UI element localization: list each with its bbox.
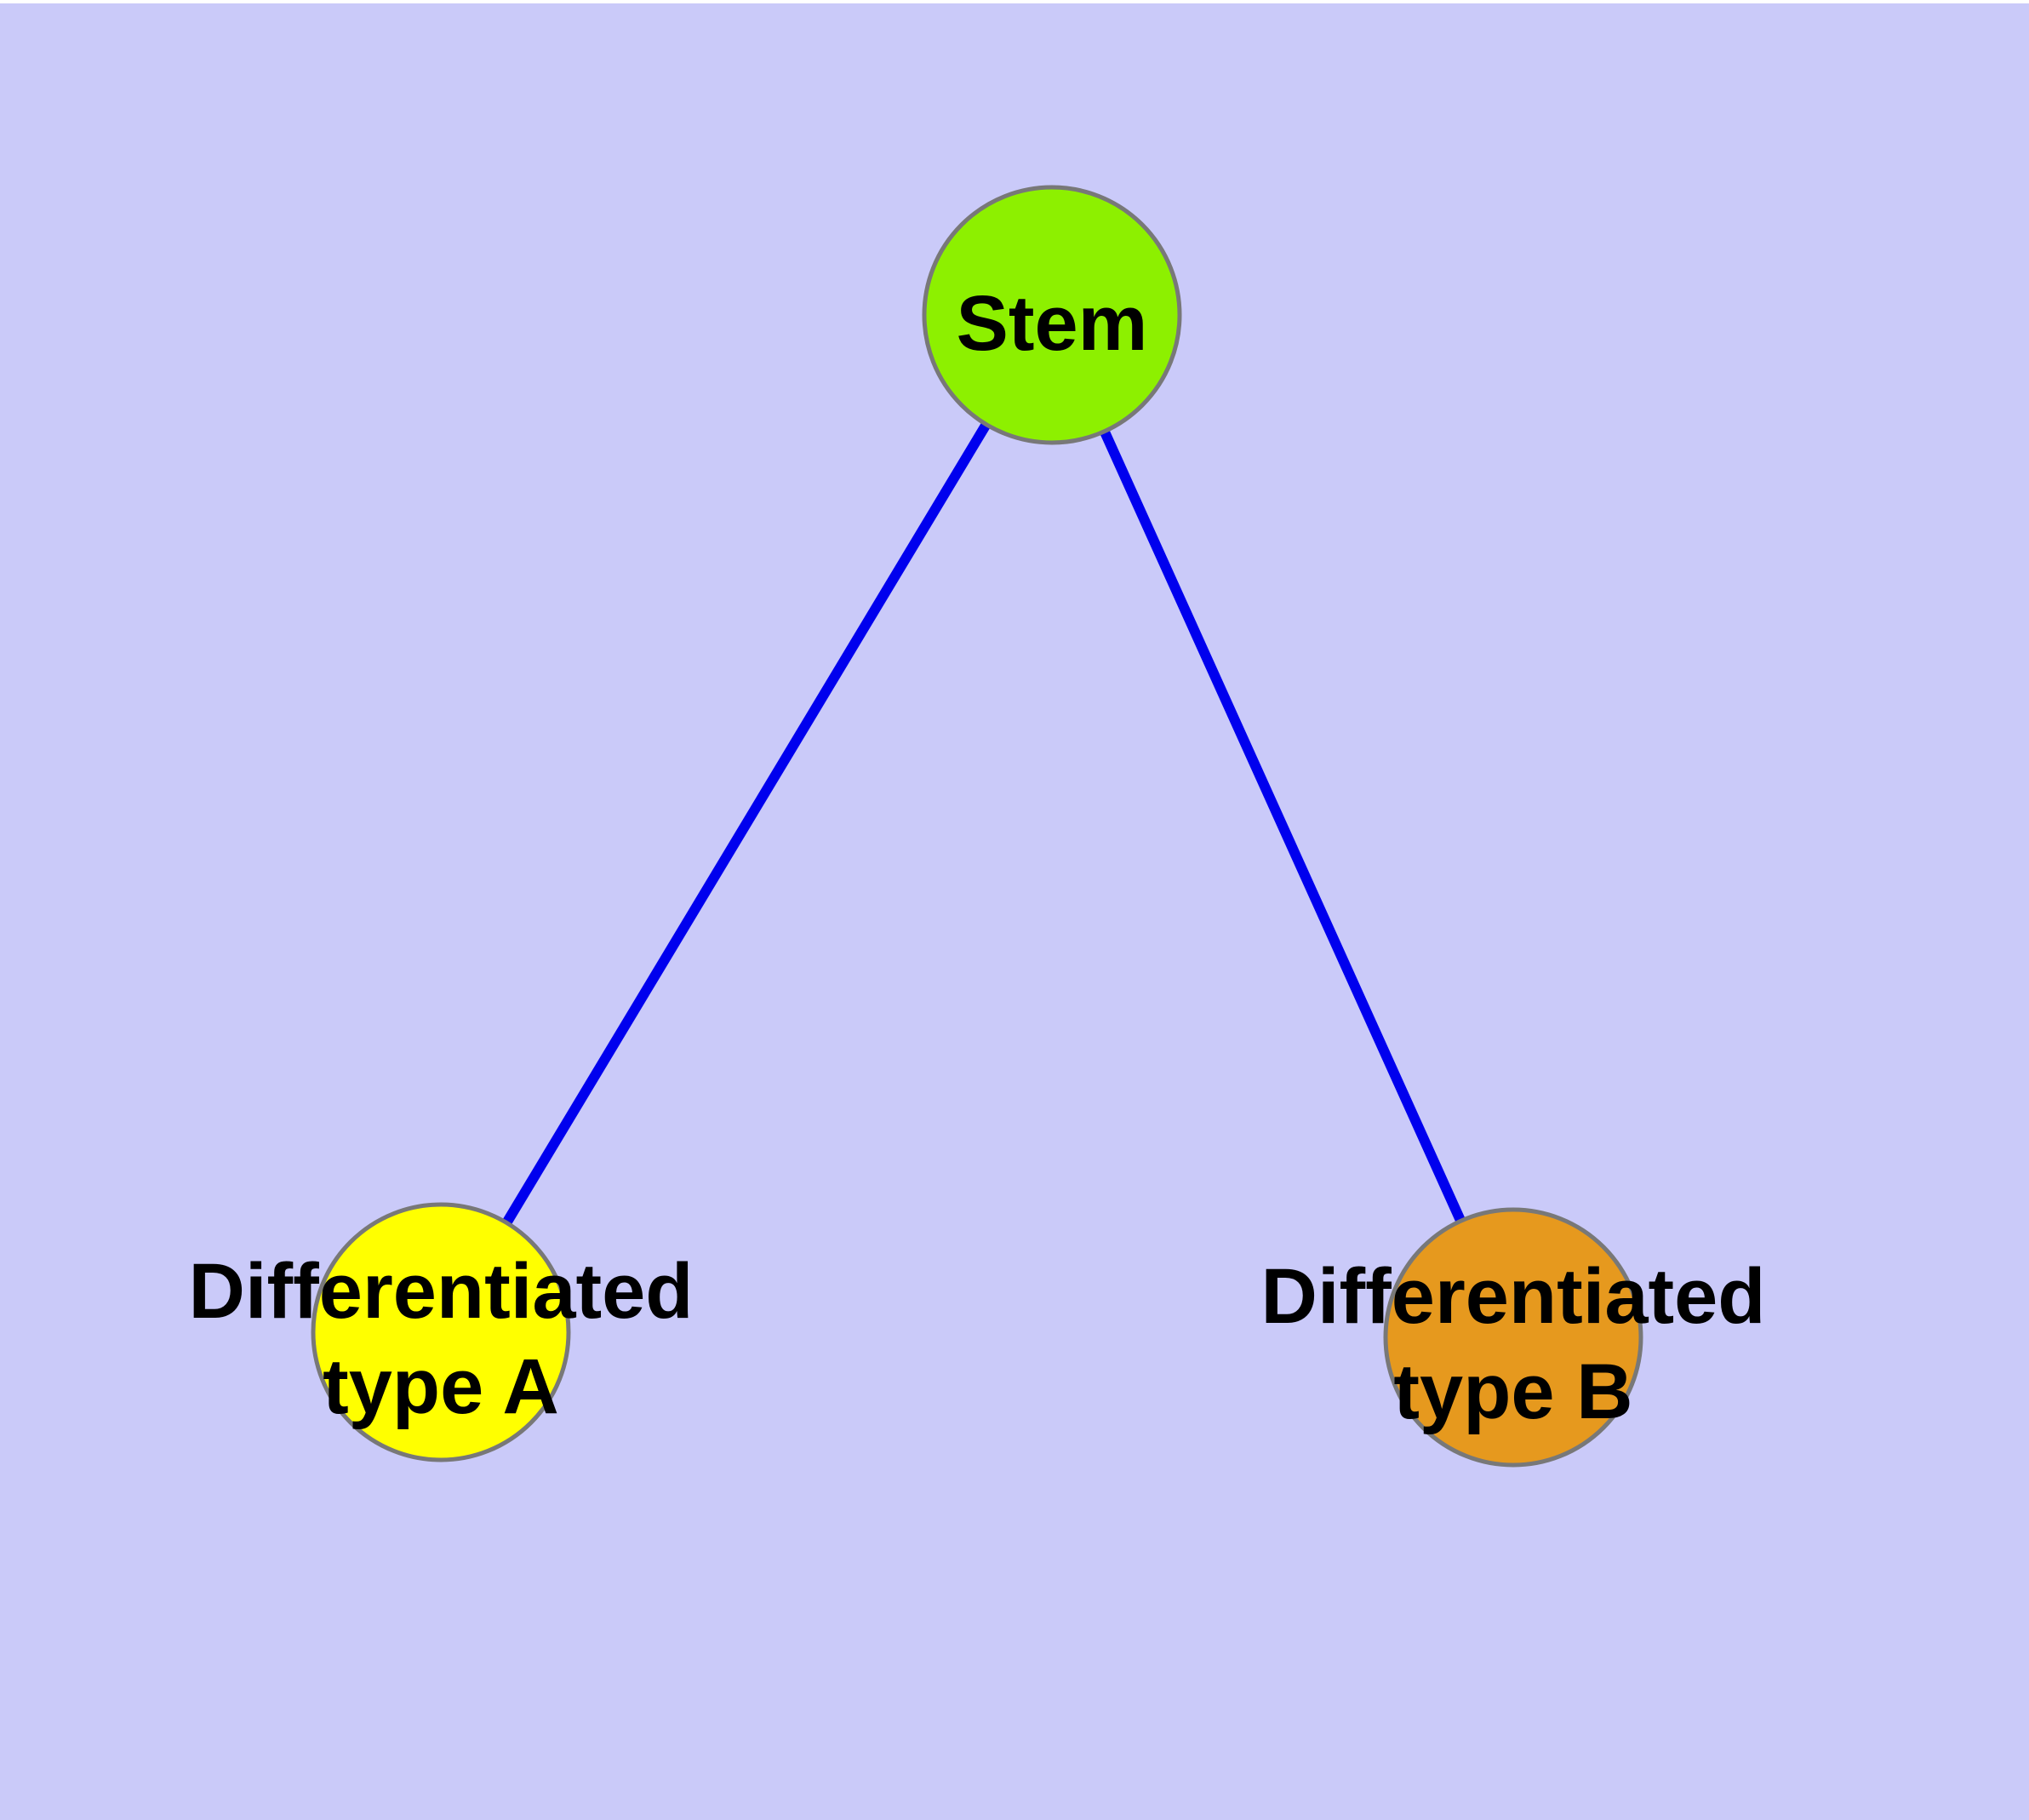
type-b-label-line2: type B — [1393, 1348, 1633, 1435]
differentiated-type-b-node-circle — [1383, 1207, 1643, 1468]
differentiated-type-a-node-label: Differentiated type A — [189, 1244, 694, 1434]
stem-node-label: Stem — [957, 276, 1148, 371]
differentiated-type-a-node-circle — [311, 1202, 571, 1462]
type-a-label-line2: type A — [323, 1343, 559, 1430]
stem-node-circle — [922, 185, 1182, 445]
edge-stem-to-type-b — [1047, 312, 1518, 1340]
stem-label-text: Stem — [956, 280, 1148, 367]
type-a-label-line1: Differentiated — [188, 1248, 694, 1335]
top-edge-strip — [0, 0, 2029, 3]
type-b-label-line1: Differentiated — [1260, 1253, 1766, 1340]
edge-stem-to-type-a — [436, 312, 1057, 1336]
differentiated-type-b-node-label: Differentiated type B — [1261, 1249, 1766, 1439]
